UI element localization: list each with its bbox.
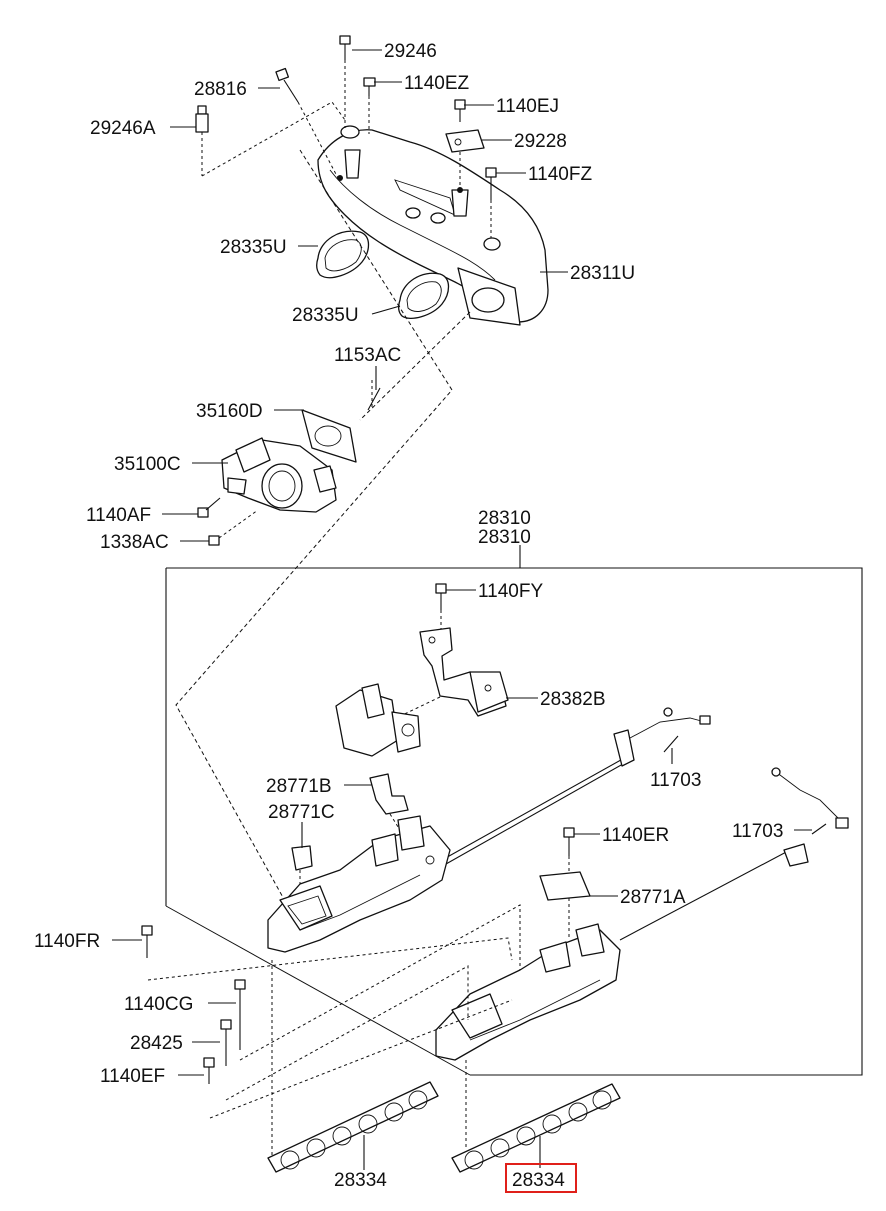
lower-manifold-right [435, 923, 621, 1061]
bolt-1140AF [197, 497, 221, 518]
label-35100C[interactable]: 35100C [114, 454, 181, 475]
label-28310-a[interactable]: 28310 [478, 508, 531, 529]
label-28311U[interactable]: 28311U [570, 263, 635, 284]
bolt-1140EZ [363, 77, 376, 134]
bolt-1140FY [435, 583, 447, 630]
label-28334-a[interactable]: 28334 [334, 1170, 387, 1191]
rod-2 [619, 767, 849, 941]
label-28816[interactable]: 28816 [194, 79, 247, 100]
bolt-29246 [339, 35, 351, 128]
gasket-28334-right [451, 1083, 621, 1173]
stud-11703-b [811, 823, 827, 835]
bracket-29228 [445, 129, 485, 188]
label-1140EF[interactable]: 1140EF [100, 1066, 165, 1087]
label-28334-b[interactable]: 28334 [512, 1170, 565, 1191]
label-35160D[interactable]: 35160D [196, 401, 263, 422]
gasket-35160D [301, 409, 357, 463]
actuator-bracket-28382B [391, 627, 509, 721]
label-1140EZ[interactable]: 1140EZ [404, 73, 470, 94]
label-28310-b[interactable]: 28310 [478, 527, 531, 548]
label-28771A[interactable]: 28771A [620, 887, 686, 908]
gasket-28334-left [267, 1081, 439, 1173]
upper-manifold-28311U [317, 125, 549, 326]
actuator [335, 683, 421, 757]
label-28771B[interactable]: 28771B [266, 776, 332, 797]
label-28425[interactable]: 28425 [130, 1033, 183, 1054]
stud-1153AC [367, 387, 381, 411]
gasket-28335U-a [316, 230, 370, 279]
bolt-28816 [275, 67, 339, 179]
bolt-1140CG [234, 979, 246, 1050]
label-1140FY[interactable]: 1140FY [478, 581, 543, 602]
nut-1338AC [208, 509, 259, 546]
gasket-28335U-b [398, 272, 450, 319]
dashed-alignment-lines [175, 149, 471, 911]
label-28335U-a[interactable]: 28335U [220, 237, 287, 258]
bolt-1140ER [563, 827, 575, 938]
label-1140FR[interactable]: 1140FR [34, 931, 100, 952]
leader-lines [112, 49, 812, 1170]
label-29246A[interactable]: 29246A [90, 118, 156, 139]
throttle-body-35100C [221, 437, 337, 513]
stud-29246A [195, 101, 346, 177]
label-11703-b[interactable]: 11703 [732, 821, 783, 842]
label-29228[interactable]: 29228 [514, 131, 567, 152]
highlight-box [505, 1163, 577, 1193]
label-1140FZ[interactable]: 1140FZ [528, 164, 592, 185]
bolt-28425 [220, 1019, 232, 1066]
assembly-box-28310 [165, 545, 863, 1076]
rod-1 [441, 707, 711, 865]
label-28382B[interactable]: 28382B [540, 689, 606, 710]
bolt-1140FR [141, 925, 153, 958]
label-1338AC[interactable]: 1338AC [100, 532, 169, 553]
bolt-1140EF [203, 1057, 215, 1084]
bolt-1140EJ [454, 99, 466, 122]
clip-28771B [369, 773, 409, 831]
label-1140EJ[interactable]: 1140EJ [496, 96, 559, 117]
label-11703-a[interactable]: 11703 [650, 770, 701, 791]
dashed-lower-lines [147, 904, 521, 1160]
label-28335U-b[interactable]: 28335U [292, 305, 359, 326]
label-1153AC[interactable]: 1153AC [334, 345, 401, 366]
label-1140CG[interactable]: 1140CG [124, 994, 193, 1015]
label-1140ER[interactable]: 1140ER [602, 825, 669, 846]
label-28771C[interactable]: 28771C [268, 802, 335, 823]
lower-manifold-left [267, 815, 451, 953]
stud-11703-a [663, 735, 679, 753]
label-1140AF[interactable]: 1140AF [86, 505, 151, 526]
bracket-28771A [539, 871, 591, 901]
callout-labels: 29246 28816 1140EZ 29246A 1140EJ 29228 1… [34, 41, 783, 1191]
label-29246[interactable]: 29246 [384, 41, 437, 62]
